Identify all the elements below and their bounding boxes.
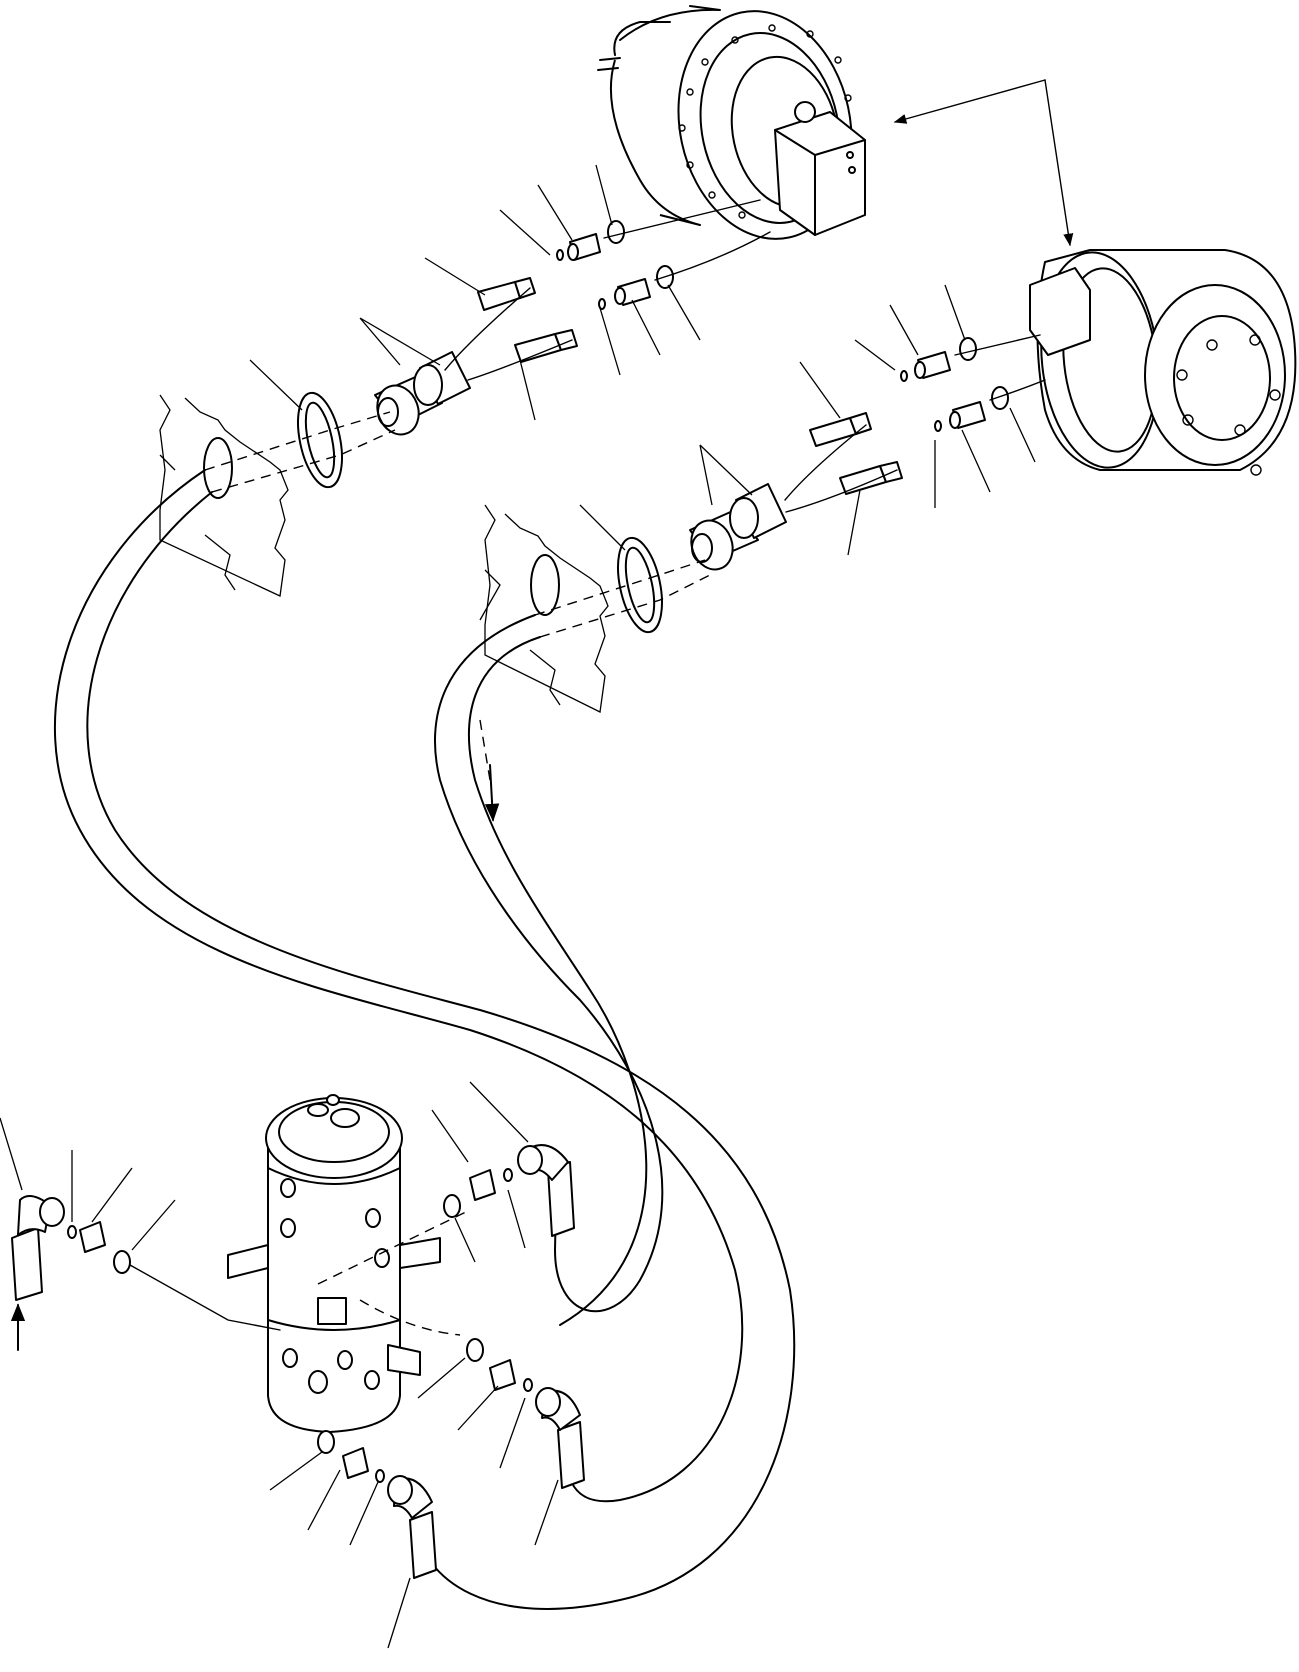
fitting-set-upper-right: [534, 334, 1046, 638]
hose-right-loop: [434, 614, 664, 1326]
travel-motor-left: [597, 5, 866, 240]
hose-direction-arrow: [484, 764, 500, 822]
hose-left-loop: [53, 469, 796, 1610]
swivel-joint: [227, 1094, 471, 1433]
callout-leaders: [0, 164, 1036, 1649]
fitting-set-lower: [11, 1144, 585, 1579]
fitting-set-upper-left: [204, 199, 771, 493]
frame-panel-left: [159, 394, 289, 597]
frame-panel-right: [479, 504, 609, 713]
motor-pointer-arrow: [893, 79, 1074, 247]
travel-motor-right: [1029, 249, 1297, 476]
